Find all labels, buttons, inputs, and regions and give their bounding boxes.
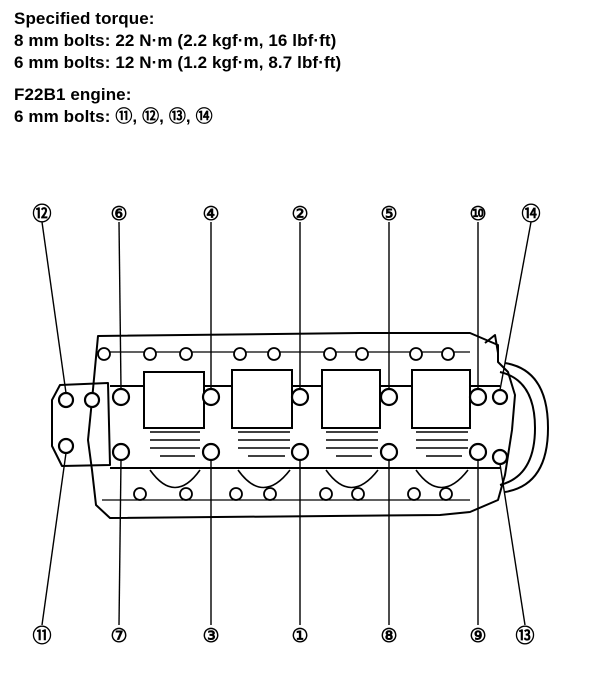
spec-6mm-bolts: 6 mm bolts: 12 N·m (1.2 kgf·m, 8.7 lbf·f… (14, 53, 342, 72)
torque-spec-text: Specified torque: 8 mm bolts: 22 N·m (2.… (14, 8, 574, 128)
bolt-3 (201, 442, 221, 462)
callout-4: ④ (202, 204, 219, 225)
callout-3: ③ (202, 626, 219, 647)
callout-7: ⑦ (110, 626, 127, 647)
left-end-plate (51, 382, 111, 467)
callout-11: ⑪ (32, 624, 51, 647)
spec-8mm-bolts: 8 mm bolts: 22 N·m (2.2 kgf·m, 16 lbf·ft… (14, 31, 337, 50)
callout-13: ⑬ (515, 624, 534, 647)
bolt-12 (57, 391, 75, 409)
callout-10: ⑩ (469, 204, 486, 225)
callout-9: ⑨ (469, 626, 486, 647)
callout-2: ② (291, 204, 308, 225)
bolt-7 (111, 442, 131, 462)
callout-1: ① (291, 626, 308, 647)
bolt-9 (468, 442, 488, 462)
callout-8: ⑧ (380, 626, 397, 647)
right-end-inner (499, 371, 536, 486)
bolt-1 (290, 442, 310, 462)
engine-label: F22B1 engine: (14, 85, 132, 104)
bolt-13 (491, 448, 509, 466)
spec-heading: Specified torque: (14, 9, 155, 28)
bolt-5 (379, 387, 399, 407)
bolt-2 (290, 387, 310, 407)
engine-6mm-bolts: 6 mm bolts: ⑪, ⑫, ⑬, ⑭ (14, 107, 213, 126)
right-end-housing (504, 362, 549, 493)
bolt-14 (491, 388, 509, 406)
bolt-6 (111, 387, 131, 407)
bolt-11 (57, 437, 75, 455)
right-bracket (484, 334, 499, 354)
cam-bay-4 (411, 369, 471, 429)
bolt-8 (379, 442, 399, 462)
callout-12: ⑫ (32, 202, 51, 225)
cam-bay-1 (143, 371, 205, 429)
bolt-4 (201, 387, 221, 407)
callout-14: ⑭ (521, 202, 540, 225)
callout-6: ⑥ (110, 204, 127, 225)
callout-5: ⑤ (380, 204, 397, 225)
cam-bay-2 (231, 369, 293, 429)
cam-bay-3 (321, 369, 381, 429)
bolt-10 (468, 387, 488, 407)
